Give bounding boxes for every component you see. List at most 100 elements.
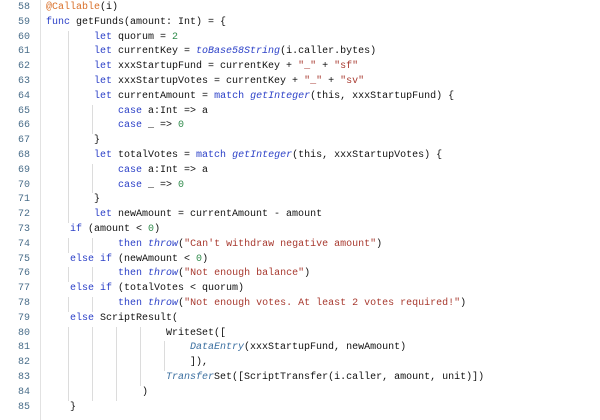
code-token: (this, xxxStartupVotes) {: [292, 149, 443, 161]
indent-guide: [68, 74, 69, 90]
code-token: (i): [100, 2, 119, 13]
indent-guide: [68, 104, 69, 120]
code-token: (xxxStartupFund, newAmount): [244, 342, 407, 354]
function-token: throw: [148, 268, 179, 280]
code-text: let newAmount = currentAmount - amount: [40, 208, 322, 223]
code-text: case a:Int => a: [40, 163, 208, 179]
code-line[interactable]: 73 if (amount < 0): [0, 223, 600, 238]
code-line[interactable]: 74 then throw("Can't withdraw negative a…: [0, 237, 600, 253]
code-line[interactable]: 71 }: [0, 193, 600, 209]
code-line[interactable]: 80 WriteSet([: [0, 326, 600, 342]
code-line[interactable]: 60 let quorum = 2: [0, 30, 600, 46]
code-token: WriteSet([: [166, 327, 227, 339]
code-line[interactable]: 58@Callable(i): [0, 1, 600, 16]
indent-guide: [164, 341, 165, 357]
indent-guide: [68, 385, 69, 401]
code-token: ): [304, 268, 311, 280]
function-token: Transfer: [166, 371, 215, 383]
line-number: 71: [17, 194, 30, 206]
line-number: 59: [17, 16, 30, 28]
line-number: 67: [17, 135, 30, 147]
code-line[interactable]: 82 ]),: [0, 356, 600, 371]
code-line[interactable]: 85 }: [0, 401, 600, 416]
line-number: 69: [17, 164, 30, 176]
code-token: _ =>: [142, 179, 179, 191]
indent-guide: [92, 104, 93, 120]
indent-guide: [92, 370, 93, 386]
keyword-token: let: [94, 209, 113, 221]
line-number: 65: [17, 105, 30, 117]
code-line[interactable]: 63 let xxxStartupVotes = currentKey + "_…: [0, 74, 600, 90]
line-number: 78: [17, 297, 30, 309]
indent-guide: [140, 370, 141, 386]
code-line[interactable]: 76 then throw("Not enough balance"): [0, 267, 600, 283]
code-line[interactable]: 62 let xxxStartupFund = currentKey + "_"…: [0, 60, 600, 75]
code-line[interactable]: 70 case _ => 0: [0, 178, 600, 194]
line-number: 79: [17, 312, 30, 324]
keyword-token: then: [118, 268, 143, 280]
code-text: if (amount < 0): [40, 223, 160, 238]
code-text: then throw("Can't withdraw negative amou…: [40, 237, 382, 253]
code-text: TransferSet([ScriptTransfer(i.caller, am…: [40, 370, 485, 386]
code-token: Set([ScriptTransfer(i.caller, amount, un…: [214, 371, 485, 383]
code-token: +: [316, 61, 335, 73]
code-line[interactable]: 81 DataEntry(xxxStartupFund, newAmount): [0, 341, 600, 357]
code-token: ): [460, 297, 467, 309]
code-token: (: [178, 297, 185, 309]
indent-guide: [92, 385, 93, 401]
code-line[interactable]: 61 let currentKey = toBase58String(i.cal…: [0, 45, 600, 61]
code-text: let currentAmount = match getInteger(thi…: [40, 89, 454, 105]
code-text: ): [40, 385, 148, 401]
indent-guide: [116, 370, 117, 386]
code-text: let xxxStartupFund = currentKey + "_" + …: [40, 60, 358, 75]
code-line[interactable]: 84 ): [0, 385, 600, 401]
code-line[interactable]: 78 then throw("Not enough votes. At leas…: [0, 296, 600, 312]
code-line[interactable]: 69 case a:Int => a: [0, 163, 600, 179]
keyword-token: case: [118, 120, 143, 132]
code-text: case _ => 0: [40, 178, 185, 194]
code-token: ]),: [190, 357, 209, 369]
indent-guide: [68, 163, 69, 179]
code-line[interactable]: 75 else if (newAmount < 0): [0, 253, 600, 268]
code-token: currentKey =: [112, 46, 197, 58]
code-token: totalVotes =: [112, 149, 197, 161]
line-number: 63: [17, 75, 30, 87]
code-text: @Callable(i): [40, 1, 118, 16]
code-line[interactable]: 79 else ScriptResult(: [0, 312, 600, 327]
function-token: getInteger: [232, 149, 293, 161]
code-line[interactable]: 68 let totalVotes = match getInteger(thi…: [0, 148, 600, 164]
code-line[interactable]: 72 let newAmount = currentAmount - amoun…: [0, 208, 600, 223]
code-line[interactable]: 83 TransferSet([ScriptTransfer(i.caller,…: [0, 370, 600, 386]
indent-guide: [68, 296, 69, 312]
keyword-token: then: [118, 238, 143, 250]
line-number: 82: [17, 357, 30, 369]
code-text: }: [40, 134, 100, 149]
code-line[interactable]: 77 else if (totalVotes < quorum): [0, 282, 600, 297]
code-line[interactable]: 66 case _ => 0: [0, 119, 600, 135]
indent-guide: [92, 341, 93, 357]
code-line[interactable]: 65 case a:Int => a: [0, 104, 600, 120]
number-token: 0: [178, 179, 185, 191]
code-token: }: [94, 135, 101, 147]
code-text: }: [40, 193, 100, 209]
keyword-token: let: [94, 149, 113, 161]
indent-guide: [92, 296, 93, 312]
indent-guide: [68, 326, 69, 342]
indent-guide: [92, 237, 93, 253]
number-token: 0: [178, 120, 185, 132]
code-line[interactable]: 67 }: [0, 134, 600, 149]
indent-guide: [68, 178, 69, 194]
string-token: "_": [304, 75, 323, 87]
indent-guide: [116, 385, 117, 401]
code-token: _ =>: [142, 120, 179, 132]
code-line[interactable]: 64 let currentAmount = match getInteger(…: [0, 89, 600, 105]
function-token: toBase58String: [196, 46, 281, 58]
indent-guide: [164, 356, 165, 371]
line-number: 80: [17, 327, 30, 339]
code-text: let currentKey = toBase58String(i.caller…: [40, 45, 376, 61]
line-number: 83: [17, 371, 30, 383]
line-number: 60: [17, 31, 30, 43]
number-token: 0: [196, 253, 203, 265]
